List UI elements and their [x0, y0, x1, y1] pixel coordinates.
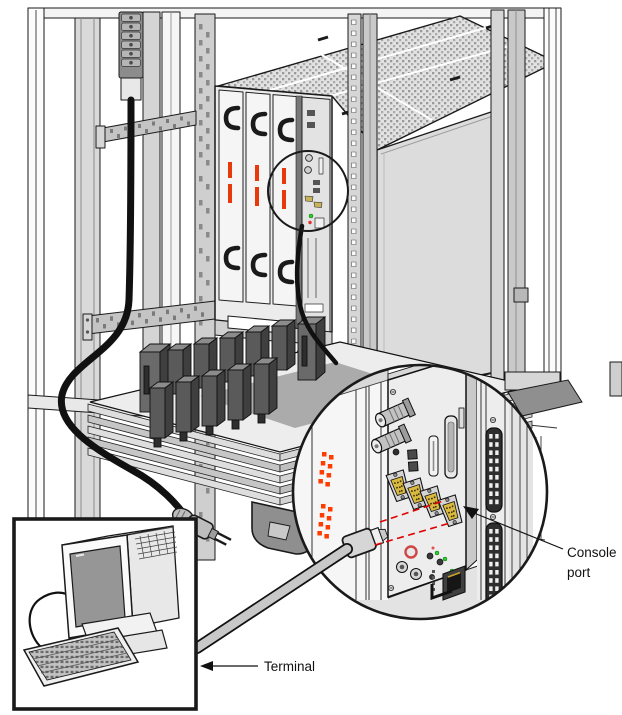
console-port-label-line1: Console — [567, 545, 617, 560]
led-red-small — [431, 546, 435, 550]
crt-monitor — [61, 525, 180, 660]
rack-post-far-right — [609, 361, 622, 397]
mounting-bracket-upper — [95, 110, 197, 149]
terminal-label: Terminal — [264, 659, 315, 674]
power-outlets — [121, 13, 141, 67]
highlight-ring-red — [404, 545, 418, 559]
zoom-source-circle — [267, 150, 349, 232]
power-strip — [118, 11, 144, 101]
ethernet-port — [432, 565, 466, 601]
rack-inner-post-b — [161, 11, 181, 397]
keyboard-cable — [28, 591, 73, 649]
audio-jack — [392, 448, 400, 456]
terminal-box — [12, 517, 198, 711]
scsi-connector-vertical — [428, 407, 465, 479]
magnifier-outline — [291, 363, 549, 621]
rack-left-post — [74, 17, 101, 559]
monitor-vents — [133, 526, 178, 560]
io-panel-magnified — [368, 365, 478, 601]
annotations: Console port Terminal — [200, 506, 617, 674]
console-port-label-line2: port — [567, 565, 591, 580]
power-modules — [138, 316, 327, 448]
panel-corner-mark — [430, 584, 453, 601]
dip-connectors — [407, 449, 419, 472]
rack-top-frame — [27, 7, 561, 19]
status-leds-red — [317, 452, 334, 539]
keyboard — [22, 627, 140, 687]
rack-inner-post-a — [142, 11, 161, 397]
console-cable-small — [294, 223, 339, 366]
board-label-marks — [228, 162, 286, 209]
terminal-arrow — [200, 661, 213, 671]
monitor-screen — [69, 545, 126, 628]
io-led-green — [308, 213, 314, 219]
side-panel — [376, 109, 498, 397]
io-board — [301, 96, 331, 335]
rack-post-right-inner — [490, 9, 529, 399]
console-port-label: Console port — [567, 545, 617, 580]
rack-post-right-outer — [543, 7, 562, 391]
card-cage — [214, 85, 333, 348]
connection-guide-dashes — [374, 499, 451, 546]
console-cable — [191, 543, 353, 654]
console-port-leader — [473, 512, 564, 550]
console-port-arrow — [463, 506, 479, 519]
rack-left-frame — [27, 7, 45, 563]
io-led-red — [308, 220, 312, 225]
rack-rail-front — [347, 13, 378, 399]
base-corner-right — [504, 371, 583, 417]
